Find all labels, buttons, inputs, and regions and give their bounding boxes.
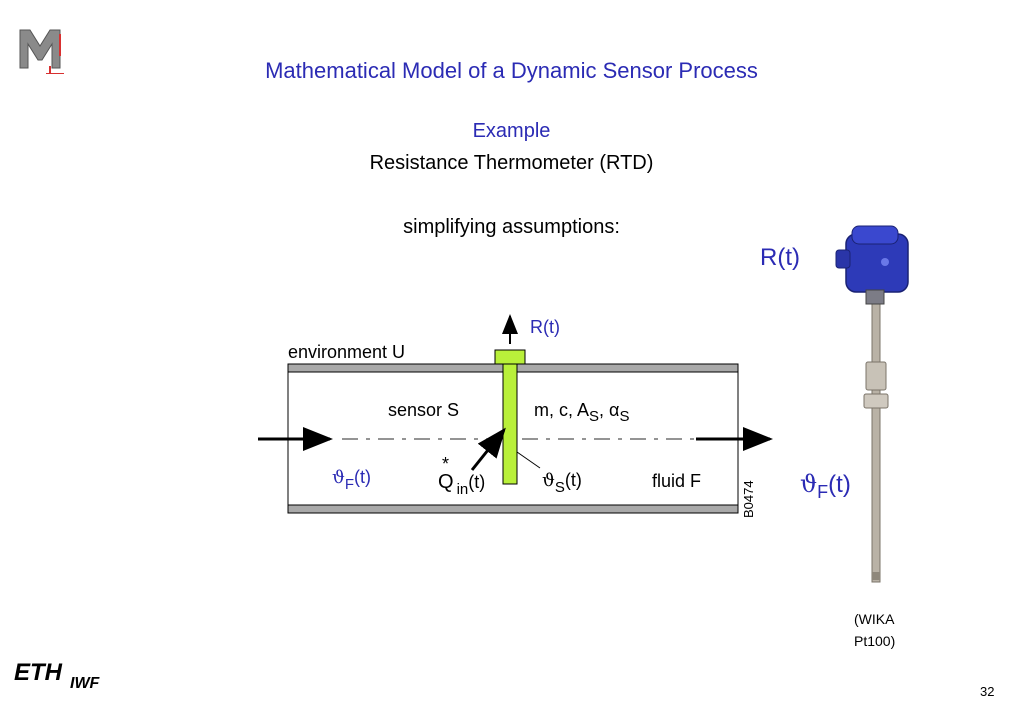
assumptions-heading: simplifying assumptions: (403, 216, 620, 238)
output-label: R(t) (530, 317, 560, 337)
theta-s-pointer (516, 451, 541, 469)
rtd-head-icon (835, 225, 909, 305)
source-line-2: Pt100) (854, 633, 896, 649)
photo-source: (WIKA Pt100) (854, 608, 895, 652)
rtd-stem (871, 301, 881, 583)
svg-text:ETH: ETH (14, 659, 63, 686)
eth-iwf-logo: ETH IWF (14, 659, 101, 692)
photo-theta-label: ϑF(t) (800, 470, 851, 502)
sensor-head (494, 349, 526, 365)
rtd-tip (872, 572, 880, 580)
example-heading: Example (472, 120, 551, 142)
heat-flow-arrow (470, 427, 506, 471)
theta-f-label: ϑF(t) (332, 467, 371, 493)
rtd-photo (835, 225, 909, 583)
page-title: Mathematical Model of a Dynamic Sensor P… (265, 58, 758, 83)
q-star: * (442, 454, 449, 474)
sensor-stem (502, 363, 518, 485)
logo-m-icon (19, 29, 64, 74)
fluid-label: fluid F (652, 471, 701, 491)
source-line-1: (WIKA (854, 611, 895, 627)
theta-s-label: ϑS(t) (542, 470, 582, 496)
rtd-nut-upper (865, 361, 887, 391)
params-label: m, c, AS, αS (534, 400, 629, 425)
pipe-bottom-wall (287, 504, 739, 514)
rtd-nut-lower (863, 393, 889, 409)
svg-text:IWF: IWF (70, 675, 101, 692)
photo-r-label: R(t) (760, 244, 800, 271)
rtd-heading: Resistance Thermometer (RTD) (369, 152, 654, 174)
page-number: 32 (980, 684, 995, 699)
sensor-label: sensor S (388, 400, 459, 420)
figure-code: B0474 (741, 480, 756, 518)
sensor-process-diagram: R(t) environment U sensor S m, c, AS, αS… (258, 314, 773, 518)
environment-label: environment U (288, 342, 405, 362)
